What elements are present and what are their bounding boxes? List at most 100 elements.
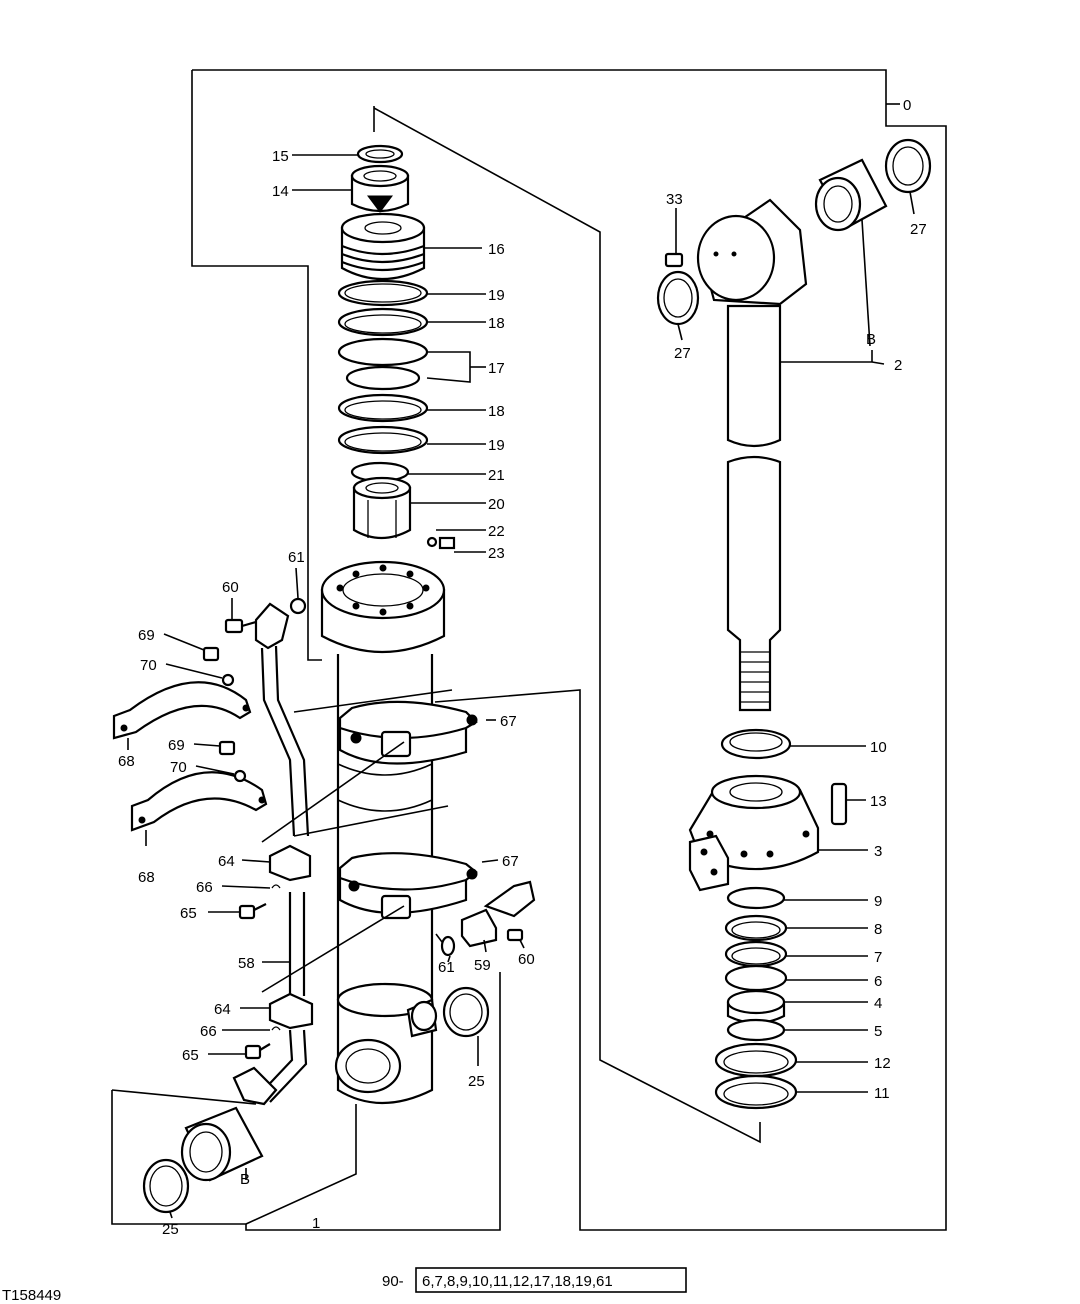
part-70-washer-upper <box>221 673 235 687</box>
callout-68-lower: 68 <box>138 869 155 886</box>
callout-1: 1 <box>312 1215 320 1232</box>
part-19-ring-lower <box>337 425 429 455</box>
callout-3: 3 <box>874 843 882 860</box>
kit-box <box>415 1267 687 1293</box>
callout-60-upper: 60 <box>222 579 239 596</box>
callout-64-upper: 64 <box>218 853 235 870</box>
part-69-bolt-upper <box>202 646 220 662</box>
part-9-ring <box>726 886 786 910</box>
callout-11: 11 <box>874 1085 890 1102</box>
callout-B-upper: B <box>866 331 876 348</box>
rod-lower <box>726 455 782 712</box>
part-64-clip-upper <box>268 844 312 882</box>
part-33-grease-fitting <box>664 252 684 268</box>
callout-27-right: 27 <box>910 221 927 238</box>
part-25-seal-right <box>442 986 490 1038</box>
callout-70-lower: 70 <box>170 759 187 776</box>
leader-lines <box>127 154 915 1219</box>
callout-70-upper: 70 <box>140 657 157 674</box>
callout-18-lower: 18 <box>488 403 505 420</box>
callout-B-lower: B <box>240 1171 250 1188</box>
callout-66-lower: 66 <box>200 1023 217 1040</box>
callout-19-lower: 19 <box>488 437 505 454</box>
callout-65-upper: 65 <box>180 905 197 922</box>
part-60-bolt-lower <box>506 928 524 942</box>
rod-upper <box>726 304 782 448</box>
callout-58: 58 <box>238 955 255 972</box>
callout-25-right: 25 <box>468 1073 485 1090</box>
pipe-elbow-bottom <box>232 1066 278 1106</box>
rod-group-outline <box>373 106 761 1144</box>
callout-65-lower: 65 <box>182 1047 199 1064</box>
callout-27-left: 27 <box>674 345 691 362</box>
callout-17: 17 <box>488 360 505 377</box>
callout-12: 12 <box>874 1055 891 1072</box>
callout-25-left: 25 <box>162 1221 179 1238</box>
callout-33: 33 <box>666 191 683 208</box>
lower-bushings <box>142 986 490 1214</box>
callout-16: 16 <box>488 241 505 258</box>
rod-assembly <box>656 138 932 1110</box>
figure-id: T158449 <box>2 1287 61 1304</box>
callout-14: 14 <box>272 183 289 200</box>
callout-22: 22 <box>488 523 505 540</box>
callout-10: 10 <box>870 739 887 756</box>
part-17-ring-a <box>337 337 429 367</box>
callout-labels: 0 1 2 3 4 5 6 7 8 9 10 11 12 13 14 15 16… <box>118 97 927 1238</box>
callout-23: 23 <box>488 545 505 562</box>
callout-4: 4 <box>874 995 882 1012</box>
part-68-clamp-lower <box>130 771 268 832</box>
fasteners <box>202 597 536 1060</box>
part-13-bolt <box>830 782 848 826</box>
part-65-bolt-upper <box>238 904 256 920</box>
outer-group-outline <box>191 69 947 1231</box>
callout-20: 20 <box>488 496 505 513</box>
part-19-ring <box>337 279 429 307</box>
callout-60-lower: 60 <box>518 951 535 968</box>
part-18-ring-lower <box>337 393 429 423</box>
upper-clamp <box>112 681 478 765</box>
part-66-spacer-upper <box>271 884 281 889</box>
part-12-ring <box>714 1042 798 1078</box>
part-64-clip-lower <box>268 992 314 1030</box>
part-5-ring <box>726 1018 786 1042</box>
callout-61-upper: 61 <box>288 549 305 566</box>
callout-6: 6 <box>874 973 882 990</box>
part-23-setscrew <box>438 536 456 550</box>
lower-clamp <box>130 771 478 920</box>
part-18-ring <box>337 307 429 337</box>
callout-0: 0 <box>903 97 911 114</box>
part-10-wiper <box>720 728 792 760</box>
callout-67-lower: 67 <box>502 853 519 870</box>
part-61-oring-upper <box>289 597 307 615</box>
callout-7: 7 <box>874 949 882 966</box>
callout-19-upper: 19 <box>488 287 505 304</box>
callout-13: 13 <box>870 793 887 810</box>
callout-64-lower: 64 <box>214 1001 231 1018</box>
part-60-bolt-upper <box>224 618 244 634</box>
part-68-clamp-upper <box>112 681 252 740</box>
barrel-group-outline <box>111 972 501 1231</box>
piston-stack <box>337 144 456 550</box>
callout-8: 8 <box>874 921 882 938</box>
kit-reference: 90- 6,7,8,9,10,11,12,17,18,19,61 <box>382 1267 687 1293</box>
part-65-bolt-lower <box>244 1044 262 1060</box>
callout-9: 9 <box>874 893 882 910</box>
part-70-washer-lower <box>233 769 247 783</box>
callout-66-upper: 66 <box>196 879 213 896</box>
callout-69-upper: 69 <box>138 627 155 644</box>
part-25-seal-left <box>142 1158 190 1214</box>
cylinder-barrel <box>320 560 446 1104</box>
part-17-ring-b <box>345 365 421 391</box>
pipe-elbow-top <box>254 602 290 650</box>
part-59-fitting <box>460 908 498 948</box>
part-66-spacer-lower <box>271 1026 281 1031</box>
callout-59: 59 <box>474 957 491 974</box>
callout-69-lower: 69 <box>168 737 185 754</box>
callout-2: 2 <box>894 357 902 374</box>
callout-61-lower: 61 <box>438 959 455 976</box>
callout-68-upper: 68 <box>118 753 135 770</box>
part-15-seal <box>356 144 404 164</box>
callout-67-upper: 67 <box>500 713 517 730</box>
part-69-bolt-lower <box>218 740 236 756</box>
